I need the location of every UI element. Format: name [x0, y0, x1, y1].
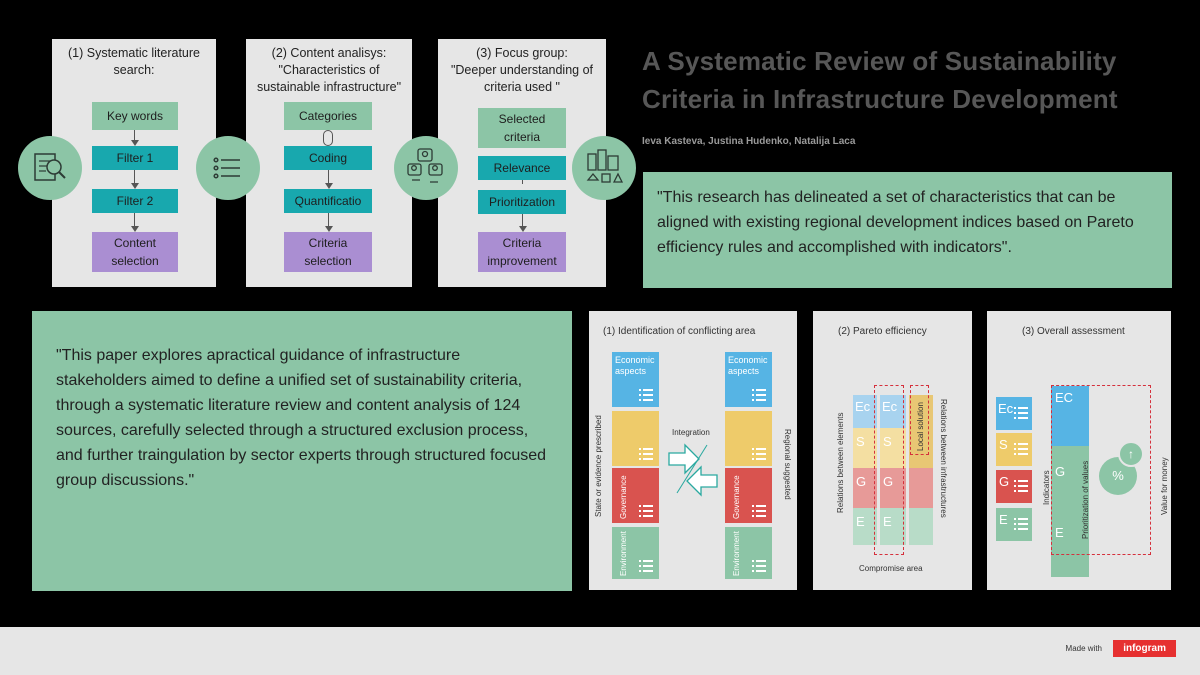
panel-title: (1) Systematic literature search: — [68, 46, 200, 77]
cell-ec-1: Ec — [853, 395, 877, 428]
segment-economic-left: Economic aspects — [612, 352, 659, 407]
left-axis-label: Relations between elements — [836, 412, 845, 513]
cell-s-1: S — [853, 428, 877, 468]
arrow-bubble-icon: ↑ — [1118, 441, 1144, 467]
city-buildings-icon — [572, 136, 636, 200]
step-relevance: Relevance — [478, 156, 566, 180]
list-icon — [752, 505, 766, 517]
quote-left: "This paper explores apractical guidance… — [32, 311, 572, 591]
diagram1-title: (1) Identification of conflicting area — [603, 326, 756, 337]
footer: Made with infogram — [0, 627, 1200, 675]
panel-title: (3) Focus group: "Deeper understanding o… — [450, 46, 594, 94]
panel-focus-group: (3) Focus group: "Deeper understanding o… — [438, 39, 606, 287]
list-icon — [1014, 443, 1028, 455]
cell-e-1: E — [853, 508, 877, 545]
column-pink — [909, 468, 933, 508]
cell-ec-2: Ec — [880, 395, 906, 428]
step-content-selection: Content selection — [92, 232, 178, 272]
list-icon — [196, 136, 260, 200]
step-categories: Categories — [284, 102, 372, 130]
segment-governance-label: Governance — [732, 475, 741, 519]
made-with-label: Made with — [1065, 644, 1102, 653]
segment-governance-label: Governance — [619, 475, 628, 519]
list-icon — [752, 389, 766, 401]
list-icon — [639, 505, 653, 517]
list-icon — [639, 389, 653, 401]
list-icon — [1014, 480, 1028, 492]
segment-environment-label: Environment — [732, 531, 741, 576]
prioritization-label: Prioritization of values — [1081, 460, 1090, 539]
link-icon — [323, 130, 333, 146]
cell-g-2: G — [880, 468, 906, 508]
left-axis-label: State or evidence prescribed — [594, 415, 603, 517]
indicators-label: Indicators — [1042, 470, 1051, 505]
integration-label: Integration — [672, 428, 710, 437]
column-ec: EC — [1051, 386, 1089, 446]
step-key-words: Key words — [92, 102, 178, 130]
list-icon — [639, 560, 653, 572]
local-solution-label: Local solution — [916, 402, 925, 451]
segment-economic-right: Economic aspects — [725, 352, 772, 407]
panel-content-analysis: (2) Content analisys: "Characteristics o… — [246, 39, 412, 287]
list-icon — [1014, 518, 1028, 530]
step-quantification: Quantificatio — [284, 189, 372, 213]
group-discussion-icon — [394, 136, 458, 200]
column-g: G — [1051, 446, 1089, 511]
cell-s-2: S — [880, 428, 906, 468]
assessment-highlight — [1051, 385, 1151, 555]
list-icon — [639, 448, 653, 460]
step-prioritization: Prioritization — [478, 190, 566, 214]
quote-right: "This research has delineated a set of c… — [643, 172, 1172, 288]
step-criteria-improvement: Criteria improvement — [478, 232, 566, 272]
list-icon — [752, 560, 766, 572]
compromise-area-label: Compromise area — [859, 564, 923, 573]
segment-governance-left — [612, 468, 659, 523]
diagram-pareto-efficiency: (2) Pareto efficiency Ec Ec S S G G E E … — [813, 311, 972, 590]
right-axis-label: Relations between infrastructures — [939, 399, 948, 518]
panel-title: (2) Content analisys: "Characteristics o… — [256, 46, 402, 94]
panel-literature-search: (1) Systematic literature search: Key wo… — [52, 39, 216, 287]
list-icon — [752, 448, 766, 460]
diagram2-title: (2) Pareto efficiency — [838, 326, 927, 337]
integration-arrows-icon — [668, 443, 718, 497]
value-label: Value for money — [1160, 457, 1169, 515]
step-coding: Coding — [284, 146, 372, 170]
local-solution-column — [909, 395, 933, 468]
step-selected-criteria: Selected criteria — [478, 108, 566, 148]
column-e: E — [1051, 511, 1089, 577]
list-icon — [1014, 407, 1028, 419]
authors: Ieva Kasteva, Justina Hudenko, Natalija … — [642, 136, 856, 147]
right-axis-label: Regional suggested — [783, 429, 792, 500]
cell-g-1: G — [853, 468, 877, 508]
segment-social-right — [725, 411, 772, 466]
step-filter-2: Filter 2 — [92, 189, 178, 213]
diagram-conflicting-area: (1) Identification of conflicting area E… — [589, 311, 797, 590]
pareto-highlight — [874, 385, 904, 555]
step-filter-1: Filter 1 — [92, 146, 178, 170]
diagram3-title: (3) Overall assessment — [1022, 326, 1125, 337]
column-green — [909, 508, 933, 545]
cell-e-2: E — [880, 508, 906, 545]
segment-environment-label: Environment — [619, 531, 628, 576]
infogram-logo[interactable]: infogram — [1113, 640, 1176, 657]
page-title: A Systematic Review of Sustainability Cr… — [642, 46, 1118, 114]
segment-social-left — [612, 411, 659, 466]
local-solution-highlight — [910, 385, 929, 455]
diagram-overall-assessment: (3) Overall assessment Ec S G E EC G E I… — [987, 311, 1171, 590]
segment-governance-right — [725, 468, 772, 523]
document-search-icon — [18, 136, 82, 200]
step-criteria-selection: Criteria selection — [284, 232, 372, 272]
